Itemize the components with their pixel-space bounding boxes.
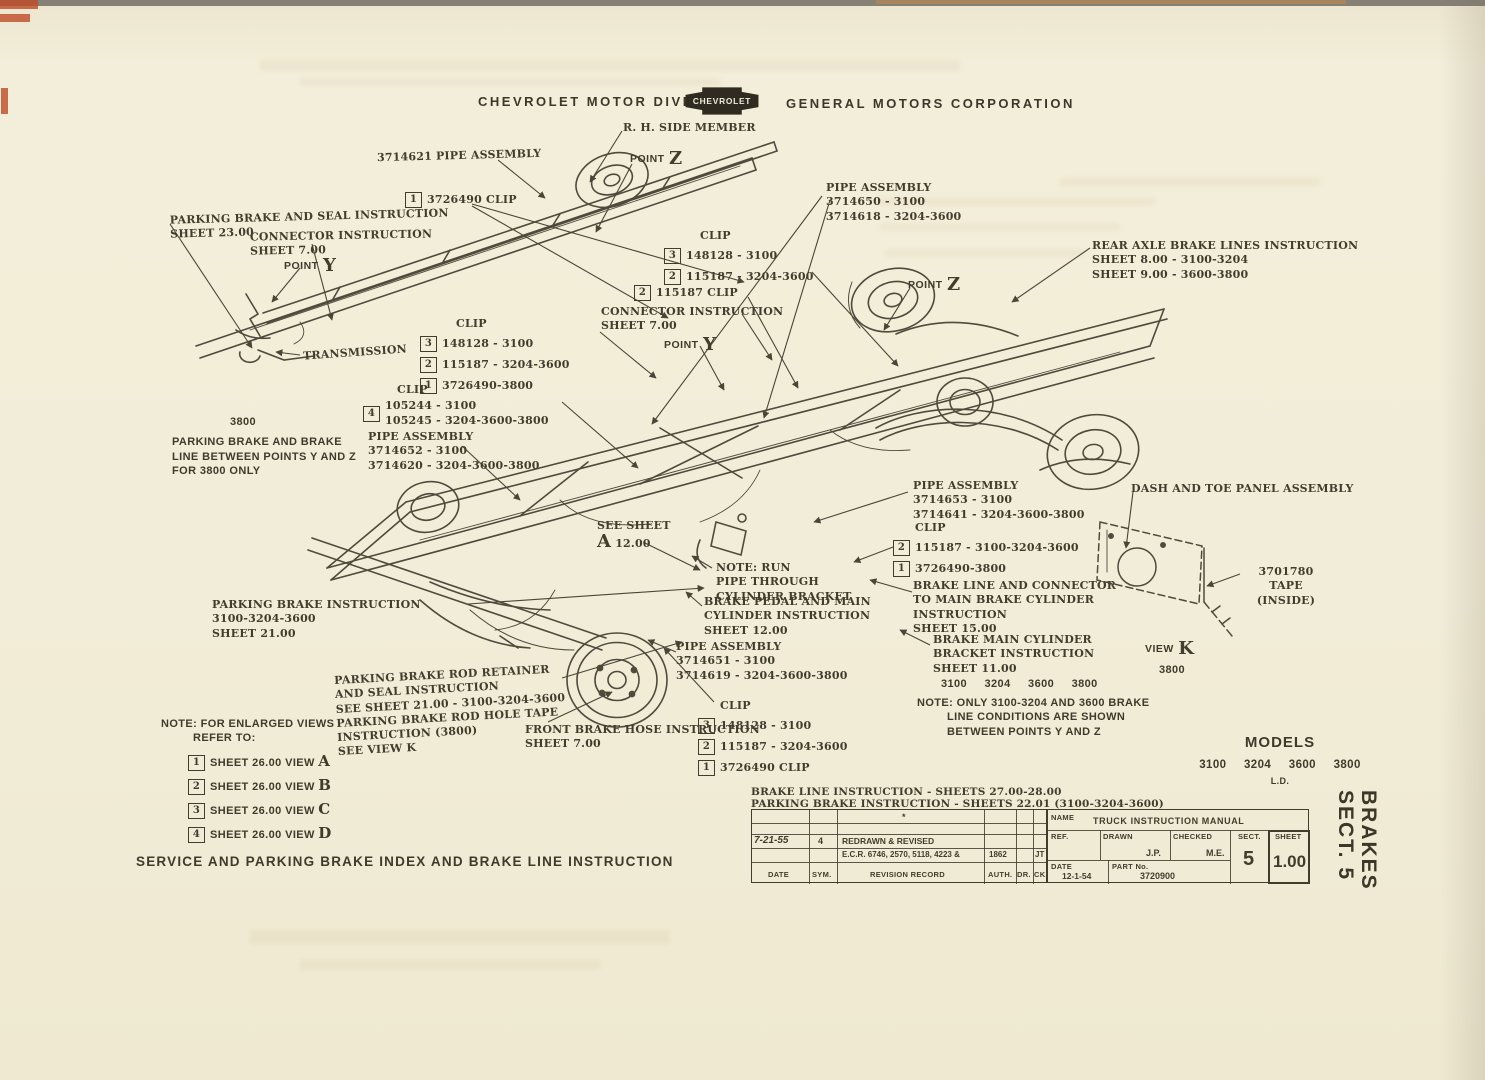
callout-note-run: NOTE: RUN PIPE THROUGH CYLINDER BRACKET [716, 561, 852, 603]
ref-numbox: 1 [420, 378, 437, 395]
ref-numbox: 2 [188, 778, 205, 795]
ref-numbox: 4 [363, 405, 380, 422]
callout-point-y-mid: POINT Y [664, 334, 716, 355]
ref-numbox: 1 [698, 760, 715, 777]
section-tab-line2: SECT. 5 [1334, 790, 1358, 882]
logo-text: CHEVROLET [693, 96, 751, 106]
dash-toe-panel-view [1096, 521, 1233, 637]
scan-artifact [1, 88, 8, 114]
callout-note-only: NOTE: ONLY 3100-3204 AND 3600 BRAKE LINE… [917, 697, 1150, 738]
ref-numbox: 1 [188, 754, 205, 771]
ref-numbox: 2 [664, 269, 681, 286]
ref-numbox: 1 [893, 561, 910, 578]
revision-sym: 4 [818, 836, 824, 846]
callout-see-sheet-a: SEE SHEET A 12.00 [597, 519, 671, 553]
bleed-through [875, 198, 1155, 205]
revision-record-2: E.C.R. 6746, 2570, 5118, 4223 & [842, 850, 960, 859]
sheet-index-title: SERVICE AND PARKING BRAKE INDEX AND BRAK… [136, 854, 674, 869]
ref-numbox: 2 [893, 540, 910, 557]
callout-brake-main-cylinder: BRAKE MAIN CYLINDER BRACKET INSTRUCTION … [933, 633, 1095, 675]
revision-record-1: REDRAWN & REVISED [842, 836, 935, 846]
revision-record-table: * 7-21-55 4 REDRAWN & REVISED E.C.R. 674… [751, 809, 1048, 884]
callout-point-z-mid: POINT Z [908, 274, 961, 295]
checked-value: M.E. [1206, 848, 1225, 858]
ref-numbox: 3 [664, 248, 681, 265]
bleed-through [885, 250, 1085, 256]
bleed-through [260, 60, 960, 71]
callout-dash-toe-panel: DASH AND TOE PANEL ASSEMBLY [1131, 482, 1354, 495]
section-tab-line1: BRAKES [1357, 790, 1381, 891]
manual-name: TRUCK INSTRUCTION MANUAL [1093, 816, 1245, 826]
scan-edge-strip [0, 0, 1485, 6]
callout-parking-brake-instruction: PARKING BRAKE INSTRUCTION 3100-3204-3600… [212, 598, 421, 640]
callout-tape-inside: 3701780 TAPE (INSIDE) [1256, 565, 1316, 607]
bleed-through [880, 224, 1120, 230]
callout-point-y-left: POINT Y [284, 255, 336, 276]
revision-date: 7-21-55 [754, 835, 789, 846]
front-end-view [307, 537, 668, 728]
ref-numbox: 3 [420, 336, 437, 353]
main-chassis-view [326, 267, 1168, 581]
above-title-block-notes: BRAKE LINE INSTRUCTION - SHEETS 27.00-28… [751, 786, 1164, 811]
ref-numbox: 2 [634, 285, 651, 301]
bleed-through [300, 78, 720, 86]
leader-lines [169, 130, 1241, 723]
revision-ck: JT [1035, 850, 1045, 859]
callout-pipe-assembly-3714651: PIPE ASSEMBLY 3714651 - 3100 3714619 - 3… [676, 640, 848, 682]
sheet-value: 1.00 [1273, 852, 1307, 871]
section-tab: BRAKES SECT. 5 [1333, 790, 1380, 891]
chevrolet-bowtie-logo: CHEVROLET [684, 85, 760, 122]
upper-chassis-view [195, 141, 778, 363]
ref-numbox: 1 [405, 192, 422, 208]
revision-star: * [902, 812, 906, 822]
callout-brake-line-connector: BRAKE LINE AND CONNECTOR TO MAIN BRAKE C… [913, 579, 1117, 635]
callout-front-brake-hose: FRONT BRAKE HOSE INSTRUCTION SHEET 7.00 [525, 723, 760, 751]
callout-models-mid: 3100 3204 3600 3800 [941, 678, 1098, 690]
bleed-through [1060, 178, 1320, 186]
ref-numbox: 2 [698, 739, 715, 756]
callout-connector-instruction-1: CONNECTOR INSTRUCTION SHEET 7.00 [249, 227, 433, 258]
callout-pipe-assembly-3714650: PIPE ASSEMBLY 3714650 - 3100 3714618 - 3… [826, 181, 962, 223]
callout-note-3800: 3800 PARKING BRAKE AND BRAKE LINE BETWEE… [172, 416, 357, 477]
callout-rear-axle-instruction: REAR AXLE BRAKE LINES INSTRUCTION SHEET … [1092, 239, 1359, 281]
callout-clip-group-c: CLIP 4 105244 - 3100 105245 - 3204-3600-… [363, 383, 549, 428]
callout-point-z-top: POINT Z [630, 148, 683, 169]
scan-artifact [876, 0, 1346, 4]
callout-pipe-assembly-3714653: PIPE ASSEMBLY 3714653 - 3100 3714641 - 3… [913, 479, 1085, 521]
callout-connector-instruction-2: CONNECTOR INSTRUCTION SHEET 7.00 [601, 305, 784, 333]
name-title-block: NAME TRUCK INSTRUCTION MANUAL REF. DRAWN… [1047, 809, 1310, 884]
models-block: MODELS 3100 3204 3600 3800 L.D. [1199, 734, 1361, 787]
scan-artifact [0, 14, 30, 22]
ref-numbox: 3 [698, 718, 715, 735]
corporation-title: GENERAL MOTORS CORPORATION [786, 96, 1075, 111]
ref-numbox: 3 [188, 802, 205, 819]
ref-numbox: 4 [188, 826, 205, 843]
drawn-value: J.P. [1146, 848, 1161, 858]
sheet-cell-heavy-border [1268, 830, 1310, 884]
callout-rh-side-member: R. H. SIDE MEMBER [623, 121, 756, 134]
callout-pipe-assembly-3714652: PIPE ASSEMBLY 3714652 - 3100 3714620 - 3… [368, 430, 540, 472]
ref-numbox: 2 [420, 357, 437, 374]
division-title: CHEVROLET MOTOR DIVISION [478, 94, 731, 109]
callout-view-k: VIEW K 3800 [1145, 638, 1194, 677]
callout-brake-pedal: BRAKE PEDAL AND MAIN CYLINDER INSTRUCTIO… [704, 595, 871, 637]
revision-auth: 1862 [989, 850, 1007, 859]
date-value: 12-1-54 [1062, 871, 1092, 881]
bleed-through [250, 930, 670, 944]
page-edge-shadow [1439, 0, 1485, 1080]
scan-artifact [0, 0, 38, 9]
sect-value: 5 [1243, 848, 1255, 870]
part-number-value: 3720900 [1140, 871, 1176, 881]
bleed-through [300, 960, 600, 970]
